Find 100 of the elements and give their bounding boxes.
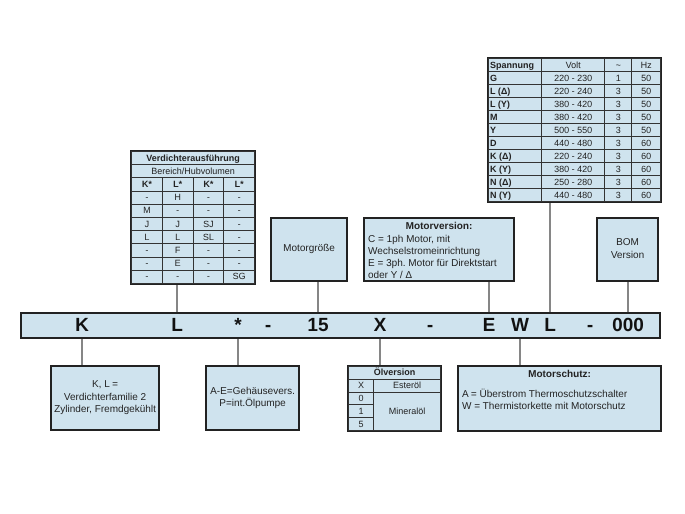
table-cell: Esteröl bbox=[374, 380, 440, 392]
table-cell: - bbox=[132, 244, 162, 257]
table-cell: Mineralöl bbox=[374, 392, 440, 430]
table-cell: J bbox=[162, 218, 192, 230]
table-cell: 500 - 550 bbox=[542, 124, 604, 136]
table-cell: 3 bbox=[605, 163, 632, 175]
table-cell: 60 bbox=[632, 150, 660, 162]
code-character: - bbox=[586, 314, 594, 337]
table-cell: Hz bbox=[632, 59, 660, 71]
code-table bbox=[347, 365, 442, 432]
table-cell: SL bbox=[194, 231, 224, 244]
info-box bbox=[457, 365, 662, 432]
table-cell: 60 bbox=[632, 137, 660, 149]
table-cell: N (Y) bbox=[489, 189, 541, 201]
code-character: E bbox=[482, 314, 496, 337]
table-cell: 3 bbox=[605, 111, 632, 123]
label-box: K, L = Verdichterfamilie 2 Zylinder, Fremdgekühlt bbox=[50, 365, 160, 431]
table-cell: K* bbox=[132, 178, 162, 191]
table-cell: 440 - 480 bbox=[542, 189, 604, 201]
table-cell: 0 bbox=[349, 392, 373, 404]
table-cell: 60 bbox=[632, 163, 660, 175]
table-cell: 50 bbox=[632, 111, 660, 123]
connector-line bbox=[488, 282, 490, 312]
label-box: BOM Version bbox=[596, 217, 659, 282]
table-cell: - bbox=[132, 258, 162, 270]
table-cell: 220 - 230 bbox=[542, 72, 604, 84]
table-cell: SJ bbox=[194, 218, 224, 230]
table-cell: L (Y) bbox=[489, 98, 541, 110]
label-box: A-E=Gehäusevers. P=int.Ölpumpe bbox=[205, 365, 300, 431]
code-character: 000 bbox=[612, 314, 644, 337]
description-text: E = 3ph. Motor für Direktstart oder Y / Δ bbox=[368, 258, 498, 282]
code-character: - bbox=[264, 314, 272, 337]
table-cell: - bbox=[132, 270, 162, 283]
table-cell: K (Δ) bbox=[489, 150, 541, 162]
table-cell: K (Y) bbox=[489, 163, 541, 175]
table-cell: - bbox=[194, 270, 224, 283]
table-header: Ölversion bbox=[349, 367, 440, 379]
connector-line bbox=[237, 339, 239, 365]
table-cell: X bbox=[349, 380, 373, 392]
description-text: C = 1ph Motor, mit Wechselstromeinrichtung bbox=[368, 234, 482, 258]
connector-line bbox=[549, 203, 551, 312]
connector-line bbox=[81, 339, 83, 365]
connector-line bbox=[519, 339, 521, 365]
connector-line bbox=[379, 339, 381, 365]
table-cell: Y bbox=[489, 124, 541, 136]
table-cell: 1 bbox=[349, 405, 373, 418]
table-cell: - bbox=[224, 258, 254, 270]
table-cell: 50 bbox=[632, 124, 660, 136]
table-cell: - bbox=[194, 192, 224, 204]
code-character: 15 bbox=[307, 314, 329, 337]
table-cell: - bbox=[224, 244, 254, 257]
table-cell: F bbox=[162, 244, 192, 257]
table-cell: - bbox=[224, 231, 254, 244]
table-cell: 5 bbox=[349, 418, 373, 430]
table-cell: 60 bbox=[632, 189, 660, 201]
code-character: L bbox=[544, 314, 556, 337]
table-cell: L* bbox=[224, 178, 254, 191]
table-cell: 3 bbox=[605, 176, 632, 188]
table-cell: 250 - 280 bbox=[542, 176, 604, 188]
table-header: Verdichterausführung bbox=[132, 152, 254, 164]
table-cell: 380 - 420 bbox=[542, 111, 604, 123]
table-cell: G bbox=[489, 72, 541, 84]
table-cell: 3 bbox=[605, 150, 632, 162]
code-bar bbox=[20, 312, 661, 339]
table-cell: H bbox=[162, 192, 192, 204]
info-box bbox=[363, 217, 515, 282]
table-cell: - bbox=[224, 192, 254, 204]
table-cell: 380 - 420 bbox=[542, 163, 604, 175]
table-cell: 3 bbox=[605, 137, 632, 149]
box-heading: Motorversion: bbox=[404, 221, 474, 233]
table-cell: 60 bbox=[632, 176, 660, 188]
table-cell: - bbox=[224, 204, 254, 217]
table-cell: L (Δ) bbox=[489, 85, 541, 97]
table-cell: ~ bbox=[605, 59, 632, 71]
table-cell: D bbox=[489, 137, 541, 149]
table-cell: - bbox=[162, 270, 192, 283]
table-cell: - bbox=[224, 218, 254, 230]
table-cell: 220 - 240 bbox=[542, 150, 604, 162]
table-cell: 50 bbox=[632, 85, 660, 97]
code-character: K bbox=[75, 314, 89, 337]
table-cell: - bbox=[132, 192, 162, 204]
table-cell: L* bbox=[162, 178, 192, 191]
code-character: * bbox=[234, 314, 242, 337]
label-box: Motorgröße bbox=[270, 217, 348, 282]
table-cell: K* bbox=[194, 178, 224, 191]
table-cell: M bbox=[489, 111, 541, 123]
table-cell: - bbox=[162, 204, 192, 217]
table-cell: Bereich/Hubvolumen bbox=[132, 165, 254, 178]
connector-line bbox=[317, 282, 319, 312]
code-table bbox=[487, 57, 662, 203]
connector-line bbox=[627, 282, 629, 312]
code-character: X bbox=[374, 314, 386, 337]
connector-line bbox=[176, 285, 178, 312]
table-cell: 220 - 240 bbox=[542, 85, 604, 97]
table-cell: - bbox=[194, 244, 224, 257]
code-character: L bbox=[171, 314, 183, 337]
table-cell: M bbox=[132, 204, 162, 217]
table-cell: J bbox=[132, 218, 162, 230]
table-cell: 3 bbox=[605, 85, 632, 97]
table-cell: L bbox=[162, 231, 192, 244]
